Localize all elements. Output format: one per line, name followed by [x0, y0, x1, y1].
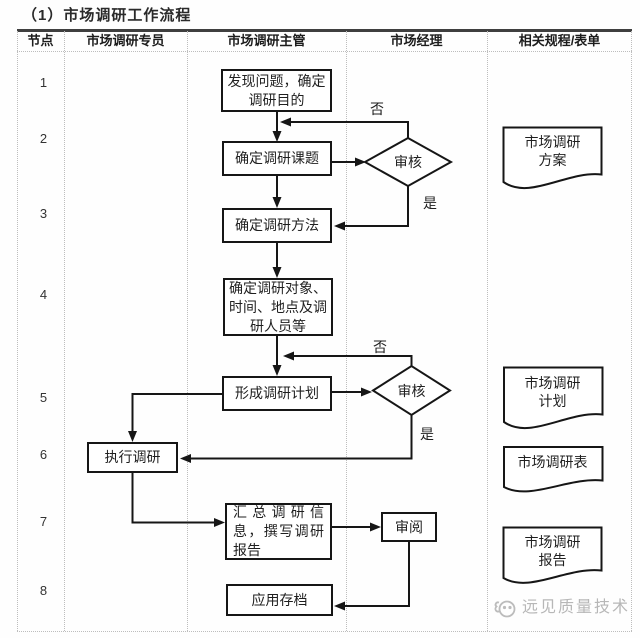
arrowhead-step3-step4: [272, 267, 282, 278]
decision2-diamond: [371, 364, 452, 417]
document-schedule-shape: [503, 366, 604, 429]
arrowhead-step4-step5: [272, 365, 282, 376]
step3-box: 确定调研方法: [222, 208, 332, 243]
document-report-shape: [502, 526, 603, 584]
document-plan-shape: [502, 126, 603, 189]
step6-label: 执行调研: [104, 449, 161, 465]
document-schedule-line2: 计划: [538, 392, 567, 409]
step2-box: 确定调研课题: [222, 141, 332, 176]
connector-decision2-yes-step6: [191, 415, 413, 460]
document-plan-line2: 方案: [538, 151, 567, 168]
step6-box: 执行调研: [87, 442, 178, 473]
review-box: 审阅: [381, 512, 437, 542]
step7-line1: 汇总调研信: [233, 504, 324, 520]
step4-line3: 研人员等: [250, 317, 306, 334]
watermark-text: 远见质量技术: [522, 599, 631, 616]
column-header-manager: 市场经理: [390, 33, 443, 48]
decision1-diamond: [362, 136, 454, 188]
step8-label: 应用存档: [251, 591, 308, 608]
branch-yes2-label: 是: [420, 426, 434, 442]
arrowhead-decision1-yes-step3: [334, 221, 345, 231]
document-plan-label: 市场调研 方案: [503, 134, 602, 169]
column-header-documents: 相关规程/表单: [518, 33, 601, 48]
arrowhead-step5-step6: [128, 431, 137, 442]
arrowhead-step7-review: [370, 522, 381, 532]
step3-label: 确定调研方法: [235, 217, 319, 233]
step7-line3: 报告: [233, 542, 261, 558]
branch-no2-label: 否: [373, 339, 387, 355]
document-plan-line1: 市场调研: [524, 134, 581, 150]
arrowhead-step2-step3: [272, 197, 282, 208]
step4-line2: 时间、地点及调: [229, 298, 327, 315]
connector-decision1-yes-step3: [345, 186, 409, 227]
node-number-3: 3: [39, 206, 48, 221]
step1-box: 发现问题，确定 调研目的: [221, 69, 332, 112]
connector-step6-step7: [131, 473, 214, 524]
arrowhead-decision2-no: [283, 351, 294, 361]
document-report-label: 市场调研 报告: [503, 534, 602, 569]
review-label: 审阅: [395, 518, 423, 535]
node-number-4: 4: [39, 287, 48, 302]
column-header-supervisor: 市场调研主管: [227, 33, 306, 48]
arrowhead-decision1-no: [280, 117, 291, 127]
node-number-5: 5: [39, 390, 48, 405]
step8-box: 应用存档: [226, 584, 333, 616]
arrowhead-step1-step2: [272, 131, 282, 142]
connector-decision2-no-feedback: [294, 355, 413, 367]
column-header-node: 节点: [27, 33, 54, 48]
connector-step5-step6: [131, 393, 222, 432]
arrowhead-decision2-yes-step6: [180, 454, 191, 463]
arrowhead-review-step8: [334, 601, 345, 611]
document-report-line1: 市场调研: [524, 534, 581, 550]
connector-decision1-no-feedback: [291, 121, 409, 138]
column-header-specialist: 市场调研专员: [86, 33, 165, 48]
watermark-logo-icon: [494, 600, 516, 618]
branch-yes1-label: 是: [423, 195, 437, 211]
arrowhead-step5-decision2: [361, 387, 372, 397]
step7-line2: 息，撰写调研: [233, 523, 324, 539]
arrowhead-step6-step7: [214, 518, 225, 527]
step1-line1: 发现问题，确定: [227, 72, 326, 89]
decision2-label: 审核: [397, 383, 426, 399]
step7-box: 汇总调研信 息，撰写调研 报告: [225, 503, 332, 560]
node-number-6: 6: [39, 447, 48, 462]
page-title: （1）市场调研工作流程: [22, 7, 192, 24]
arrowhead-step2-decision1: [355, 157, 366, 167]
step5-box: 形成调研计划: [222, 376, 332, 411]
document-schedule-label: 市场调研 计划: [503, 375, 602, 410]
decision1-label: 审核: [394, 154, 422, 170]
step4-box: 确定调研对象、 时间、地点及调 研人员等: [223, 278, 333, 336]
document-report-line2: 报告: [538, 551, 567, 568]
node-number-1: 1: [39, 75, 48, 90]
document-form-shape: [503, 446, 604, 493]
step1-line2: 调研目的: [248, 91, 305, 108]
branch-no1-label: 否: [370, 101, 384, 117]
step4-line1: 确定调研对象、: [229, 279, 327, 296]
step2-label: 确定调研课题: [235, 150, 319, 166]
connector-review-step8: [345, 542, 410, 607]
node-number-8: 8: [39, 583, 48, 598]
document-schedule-line1: 市场调研: [524, 375, 581, 391]
step5-label: 形成调研计划: [235, 385, 319, 401]
node-number-2: 2: [39, 131, 48, 146]
document-form-label: 市场调研表: [517, 453, 588, 470]
node-number-7: 7: [39, 514, 48, 529]
